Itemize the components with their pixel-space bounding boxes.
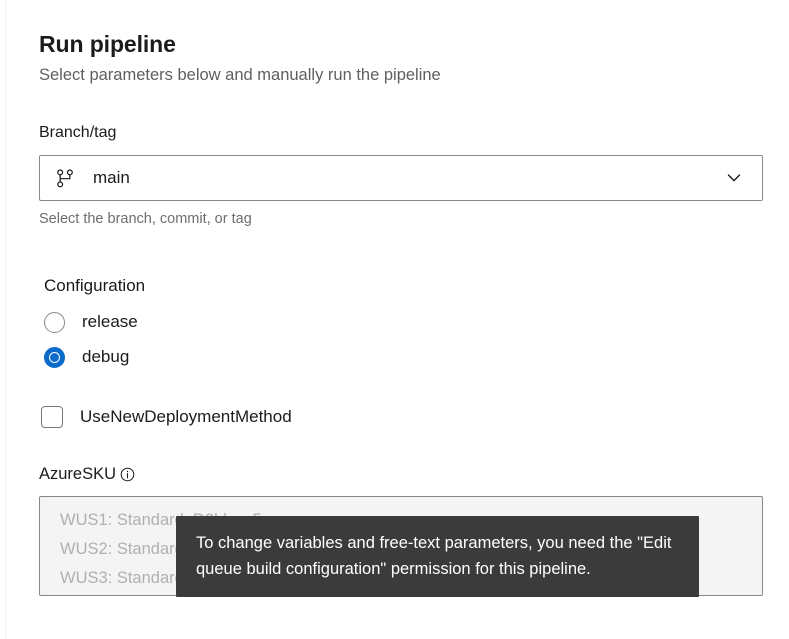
- checkbox-use-new-deployment-method[interactable]: UseNewDeploymentMethod: [39, 406, 757, 428]
- info-circle-icon[interactable]: [120, 467, 135, 482]
- radio-release-label: release: [82, 312, 138, 331]
- radio-release-indicator[interactable]: [44, 311, 65, 333]
- radio-debug-indicator[interactable]: [44, 346, 65, 368]
- branch-tag-value: main: [93, 168, 130, 187]
- branch-tag-label: Branch/tag: [39, 124, 117, 141]
- chevron-down-icon: [727, 174, 741, 182]
- radio-option-release[interactable]: release: [44, 311, 757, 333]
- branch-tag-hint: Select the branch, commit, or tag: [39, 211, 252, 227]
- azure-sku-label-row: AzureSKU: [39, 464, 757, 485]
- permission-tooltip: To change variables and free-text parame…: [176, 516, 699, 597]
- configuration-label: Configuration: [44, 276, 146, 295]
- git-branch-icon: [57, 168, 73, 187]
- branch-tag-dropdown[interactable]: main: [39, 155, 763, 201]
- page-title: Run pipeline: [39, 31, 176, 57]
- radio-option-debug[interactable]: debug: [44, 346, 757, 368]
- branch-tag-field: Branch/tag main Select the branch, commi…: [39, 122, 763, 229]
- run-pipeline-dialog: Run pipeline Select parameters below and…: [5, 0, 789, 639]
- dialog-content: Run pipeline Select parameters below and…: [6, 0, 789, 596]
- checkbox-indicator[interactable]: [41, 406, 63, 428]
- page-subtitle: Select parameters below and manually run…: [39, 66, 441, 84]
- checkbox-label: UseNewDeploymentMethod: [80, 407, 292, 426]
- radio-debug-label: debug: [82, 347, 130, 366]
- configuration-group: Configuration release debug: [39, 275, 757, 368]
- azure-sku-label: AzureSKU: [39, 465, 117, 483]
